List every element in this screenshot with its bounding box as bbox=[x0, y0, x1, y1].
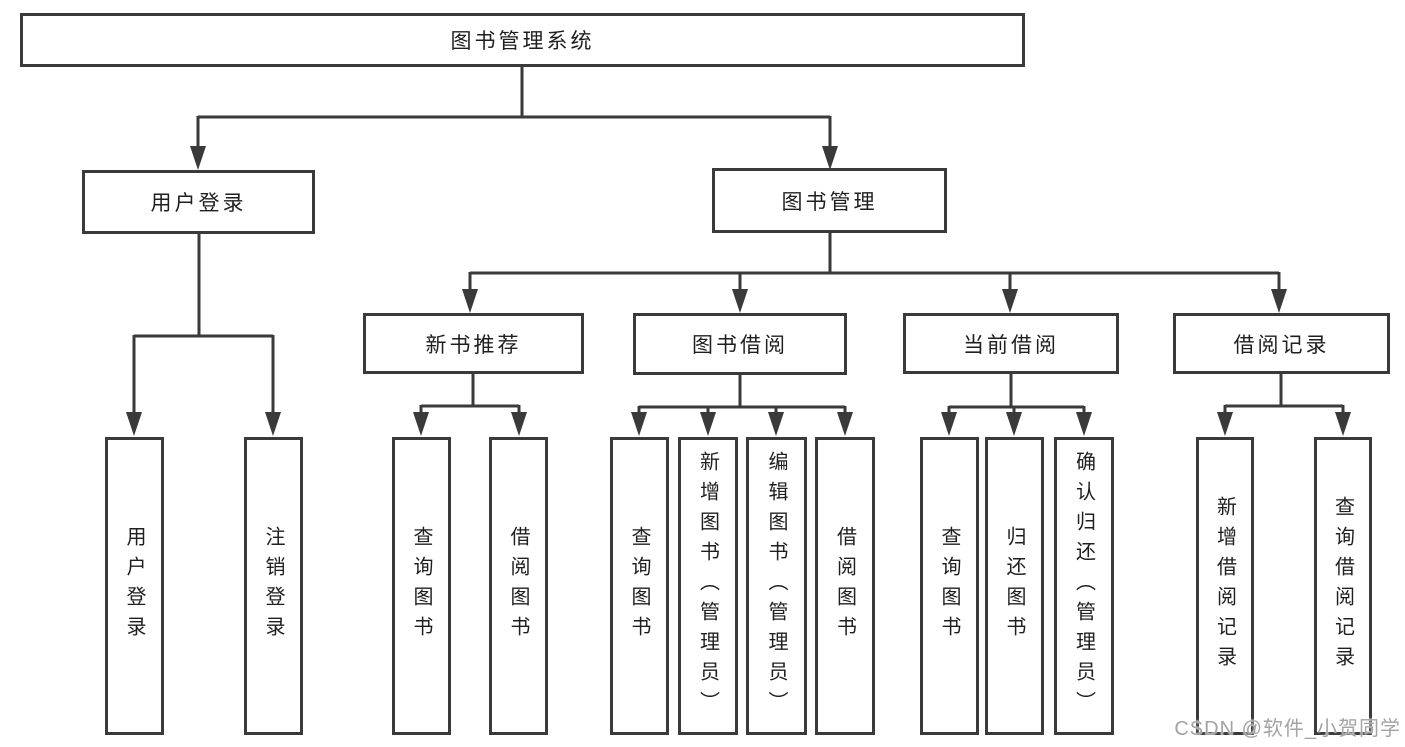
leaf-logout: 注销登录 bbox=[244, 437, 303, 735]
edge-record-to-leaves bbox=[1217, 374, 1351, 436]
leaf-add-borrow-record: 新增借阅记录 bbox=[1196, 437, 1254, 735]
node-borrow-record: 借阅记录 bbox=[1173, 313, 1390, 374]
leaf-confirm-return-admin: 确认归还（管理员） bbox=[1054, 437, 1114, 735]
leaf-user-login: 用户登录 bbox=[105, 437, 164, 735]
node-new-book-rec-label: 新书推荐 bbox=[425, 333, 522, 357]
node-book-borrow-label: 图书借阅 bbox=[692, 334, 788, 357]
node-book-mgmt-label: 图书管理 bbox=[781, 190, 878, 214]
node-root: 图书管理系统 bbox=[20, 13, 1025, 67]
edge-borrow-to-leaves bbox=[631, 374, 853, 436]
edge-new-book-to-leaves bbox=[413, 374, 527, 436]
leaf-query-borrow-record: 查询借阅记录 bbox=[1314, 437, 1372, 735]
leaf-borrow-book-1: 借阅图书 bbox=[489, 437, 548, 735]
leaf-edit-book-admin: 编辑图书（管理员） bbox=[746, 437, 807, 735]
node-new-book-rec: 新书推荐 bbox=[363, 313, 584, 374]
leaf-query-book-3: 查询图书 bbox=[920, 437, 979, 735]
edge-book-mgmt-to-level3 bbox=[462, 233, 1287, 313]
node-borrow-record-label: 借阅记录 bbox=[1233, 333, 1330, 357]
node-user-login: 用户登录 bbox=[82, 170, 315, 234]
edge-current-to-leaves bbox=[941, 373, 1092, 436]
leaf-add-book-admin: 新增图书（管理员） bbox=[678, 437, 738, 735]
edge-user-login-to-leaves bbox=[126, 234, 281, 436]
leaf-query-book-2: 查询图书 bbox=[610, 437, 669, 735]
node-root-label: 图书管理系统 bbox=[450, 30, 595, 53]
node-current-borrow-label: 当前借阅 bbox=[963, 333, 1059, 357]
node-book-mgmt: 图书管理 bbox=[712, 168, 947, 233]
leaf-borrow-book-2: 借阅图书 bbox=[815, 437, 875, 735]
node-user-login-label: 用户登录 bbox=[150, 192, 247, 215]
node-book-borrow: 图书借阅 bbox=[633, 313, 847, 375]
leaf-return-book: 归还图书 bbox=[985, 437, 1044, 735]
csdn-watermark: CSDN @软件_小贺同学 bbox=[1174, 718, 1401, 740]
node-current-borrow: 当前借阅 bbox=[903, 313, 1119, 374]
leaf-query-book-1: 查询图书 bbox=[392, 437, 451, 735]
edge-root-to-level2 bbox=[190, 67, 838, 170]
